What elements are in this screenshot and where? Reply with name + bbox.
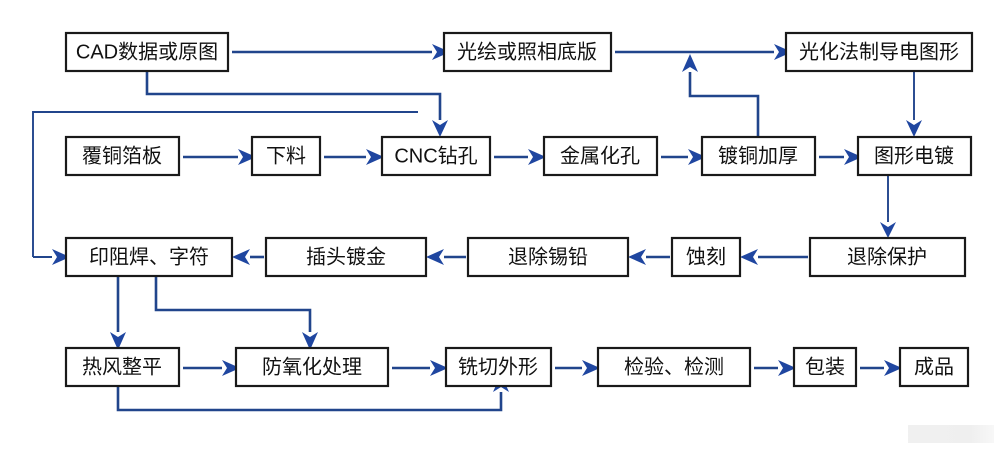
- node-label: 光化法制导电图形: [799, 40, 959, 63]
- edge-plating-hole-to-copper-thicken: [661, 149, 706, 165]
- node-label: 蚀刻: [686, 245, 726, 268]
- node-layer: CAD数据或原图 光绘或照相底版 光化法制导电图形 覆铜箔板 下料 CNC钻孔: [64, 31, 974, 388]
- node-cad-data[interactable]: CAD数据或原图: [64, 31, 230, 73]
- edge-clad-to-cutting: [183, 149, 256, 165]
- edge-solder-mask-to-antioxidation: [154, 276, 318, 350]
- node-cutting[interactable]: 下料: [250, 135, 322, 177]
- edge-solder-mask-to-hasl: [110, 276, 126, 350]
- node-label: CNC钻孔: [394, 144, 477, 167]
- node-finished-product[interactable]: 成品: [898, 346, 970, 388]
- node-strip-tin-lead[interactable]: 退除锡铅: [466, 236, 630, 278]
- edge-etching-to-strip-tin-lead: [628, 249, 670, 265]
- node-label: 退除保护: [847, 245, 927, 268]
- node-label: 检验、检测: [624, 355, 724, 378]
- node-hole-metallization[interactable]: 金属化孔: [542, 135, 659, 177]
- edge-gold-finger-to-solder-mask: [232, 249, 264, 265]
- edge-cad-to-cnc: [145, 71, 448, 137]
- node-label: 热风整平: [82, 355, 162, 378]
- edge-packaging-to-finished: [860, 360, 902, 376]
- node-inspection-testing[interactable]: 检验、检测: [596, 346, 752, 388]
- node-copper-clad-laminate[interactable]: 覆铜箔板: [64, 135, 181, 177]
- edge-strip-tin-lead-to-gold-finger: [426, 249, 466, 265]
- node-gold-finger-plating[interactable]: 插头镀金: [264, 236, 428, 278]
- edge-left-rail-to-solder-mask: [32, 111, 418, 265]
- node-routing-profile[interactable]: 铣切外形: [444, 346, 553, 388]
- node-label: 金属化孔: [560, 144, 640, 167]
- node-hot-air-leveling[interactable]: 热风整平: [64, 346, 181, 388]
- node-pattern-plating[interactable]: 图形电镀: [856, 135, 973, 177]
- node-photochemical-imaging[interactable]: 光化法制导电图形: [784, 31, 974, 73]
- node-label: 光绘或照相底版: [457, 40, 597, 63]
- edge-hasl-to-antioxidation: [183, 360, 240, 376]
- node-label: 成品: [914, 355, 954, 378]
- node-solder-mask-legend[interactable]: 印阻焊、字符: [64, 236, 234, 278]
- node-photoplot-film[interactable]: 光绘或照相底版: [442, 31, 613, 73]
- node-cnc-drilling[interactable]: CNC钻孔: [380, 135, 492, 177]
- node-antioxidation[interactable]: 防氧化处理: [234, 346, 390, 388]
- node-label: 镀铜加厚: [718, 144, 798, 167]
- node-label: 防氧化处理: [262, 355, 362, 378]
- node-packaging[interactable]: 包装: [792, 346, 858, 388]
- edge-photoplot-to-imaging: [615, 44, 792, 60]
- watermark-bar: [908, 425, 994, 443]
- node-label: 铣切外形: [458, 355, 538, 378]
- edge-antioxidation-to-routing: [392, 360, 448, 376]
- node-label: 图形电镀: [874, 144, 954, 167]
- edge-pattern-plating-to-strip-resist: [880, 175, 896, 238]
- node-etching[interactable]: 蚀刻: [670, 236, 742, 278]
- node-label: 印阻焊、字符: [89, 245, 209, 268]
- node-label: CAD数据或原图: [76, 40, 218, 63]
- node-label: 退除锡铅: [508, 245, 588, 268]
- node-strip-resist[interactable]: 退除保护: [808, 236, 967, 278]
- edge-imaging-to-pattern-plating: [906, 71, 922, 137]
- node-label: 下料: [266, 144, 306, 167]
- node-label: 覆铜箔板: [82, 144, 162, 167]
- connector-layer: [32, 44, 922, 412]
- edge-cnc-to-plating-hole: [494, 149, 546, 165]
- edge-copper-thicken-to-pattern-plating: [819, 149, 862, 165]
- edge-routing-to-inspection: [555, 360, 600, 376]
- edge-cutting-to-cnc: [324, 149, 384, 165]
- edge-copper-thicken-to-top-line: [682, 54, 760, 137]
- edge-inspection-to-packaging: [754, 360, 796, 376]
- edge-cad-to-photoplot: [232, 44, 450, 60]
- node-label: 包装: [805, 355, 845, 378]
- edge-strip-resist-to-etching: [740, 249, 808, 265]
- node-label: 插头镀金: [306, 245, 386, 268]
- node-copper-thickening[interactable]: 镀铜加厚: [700, 135, 817, 177]
